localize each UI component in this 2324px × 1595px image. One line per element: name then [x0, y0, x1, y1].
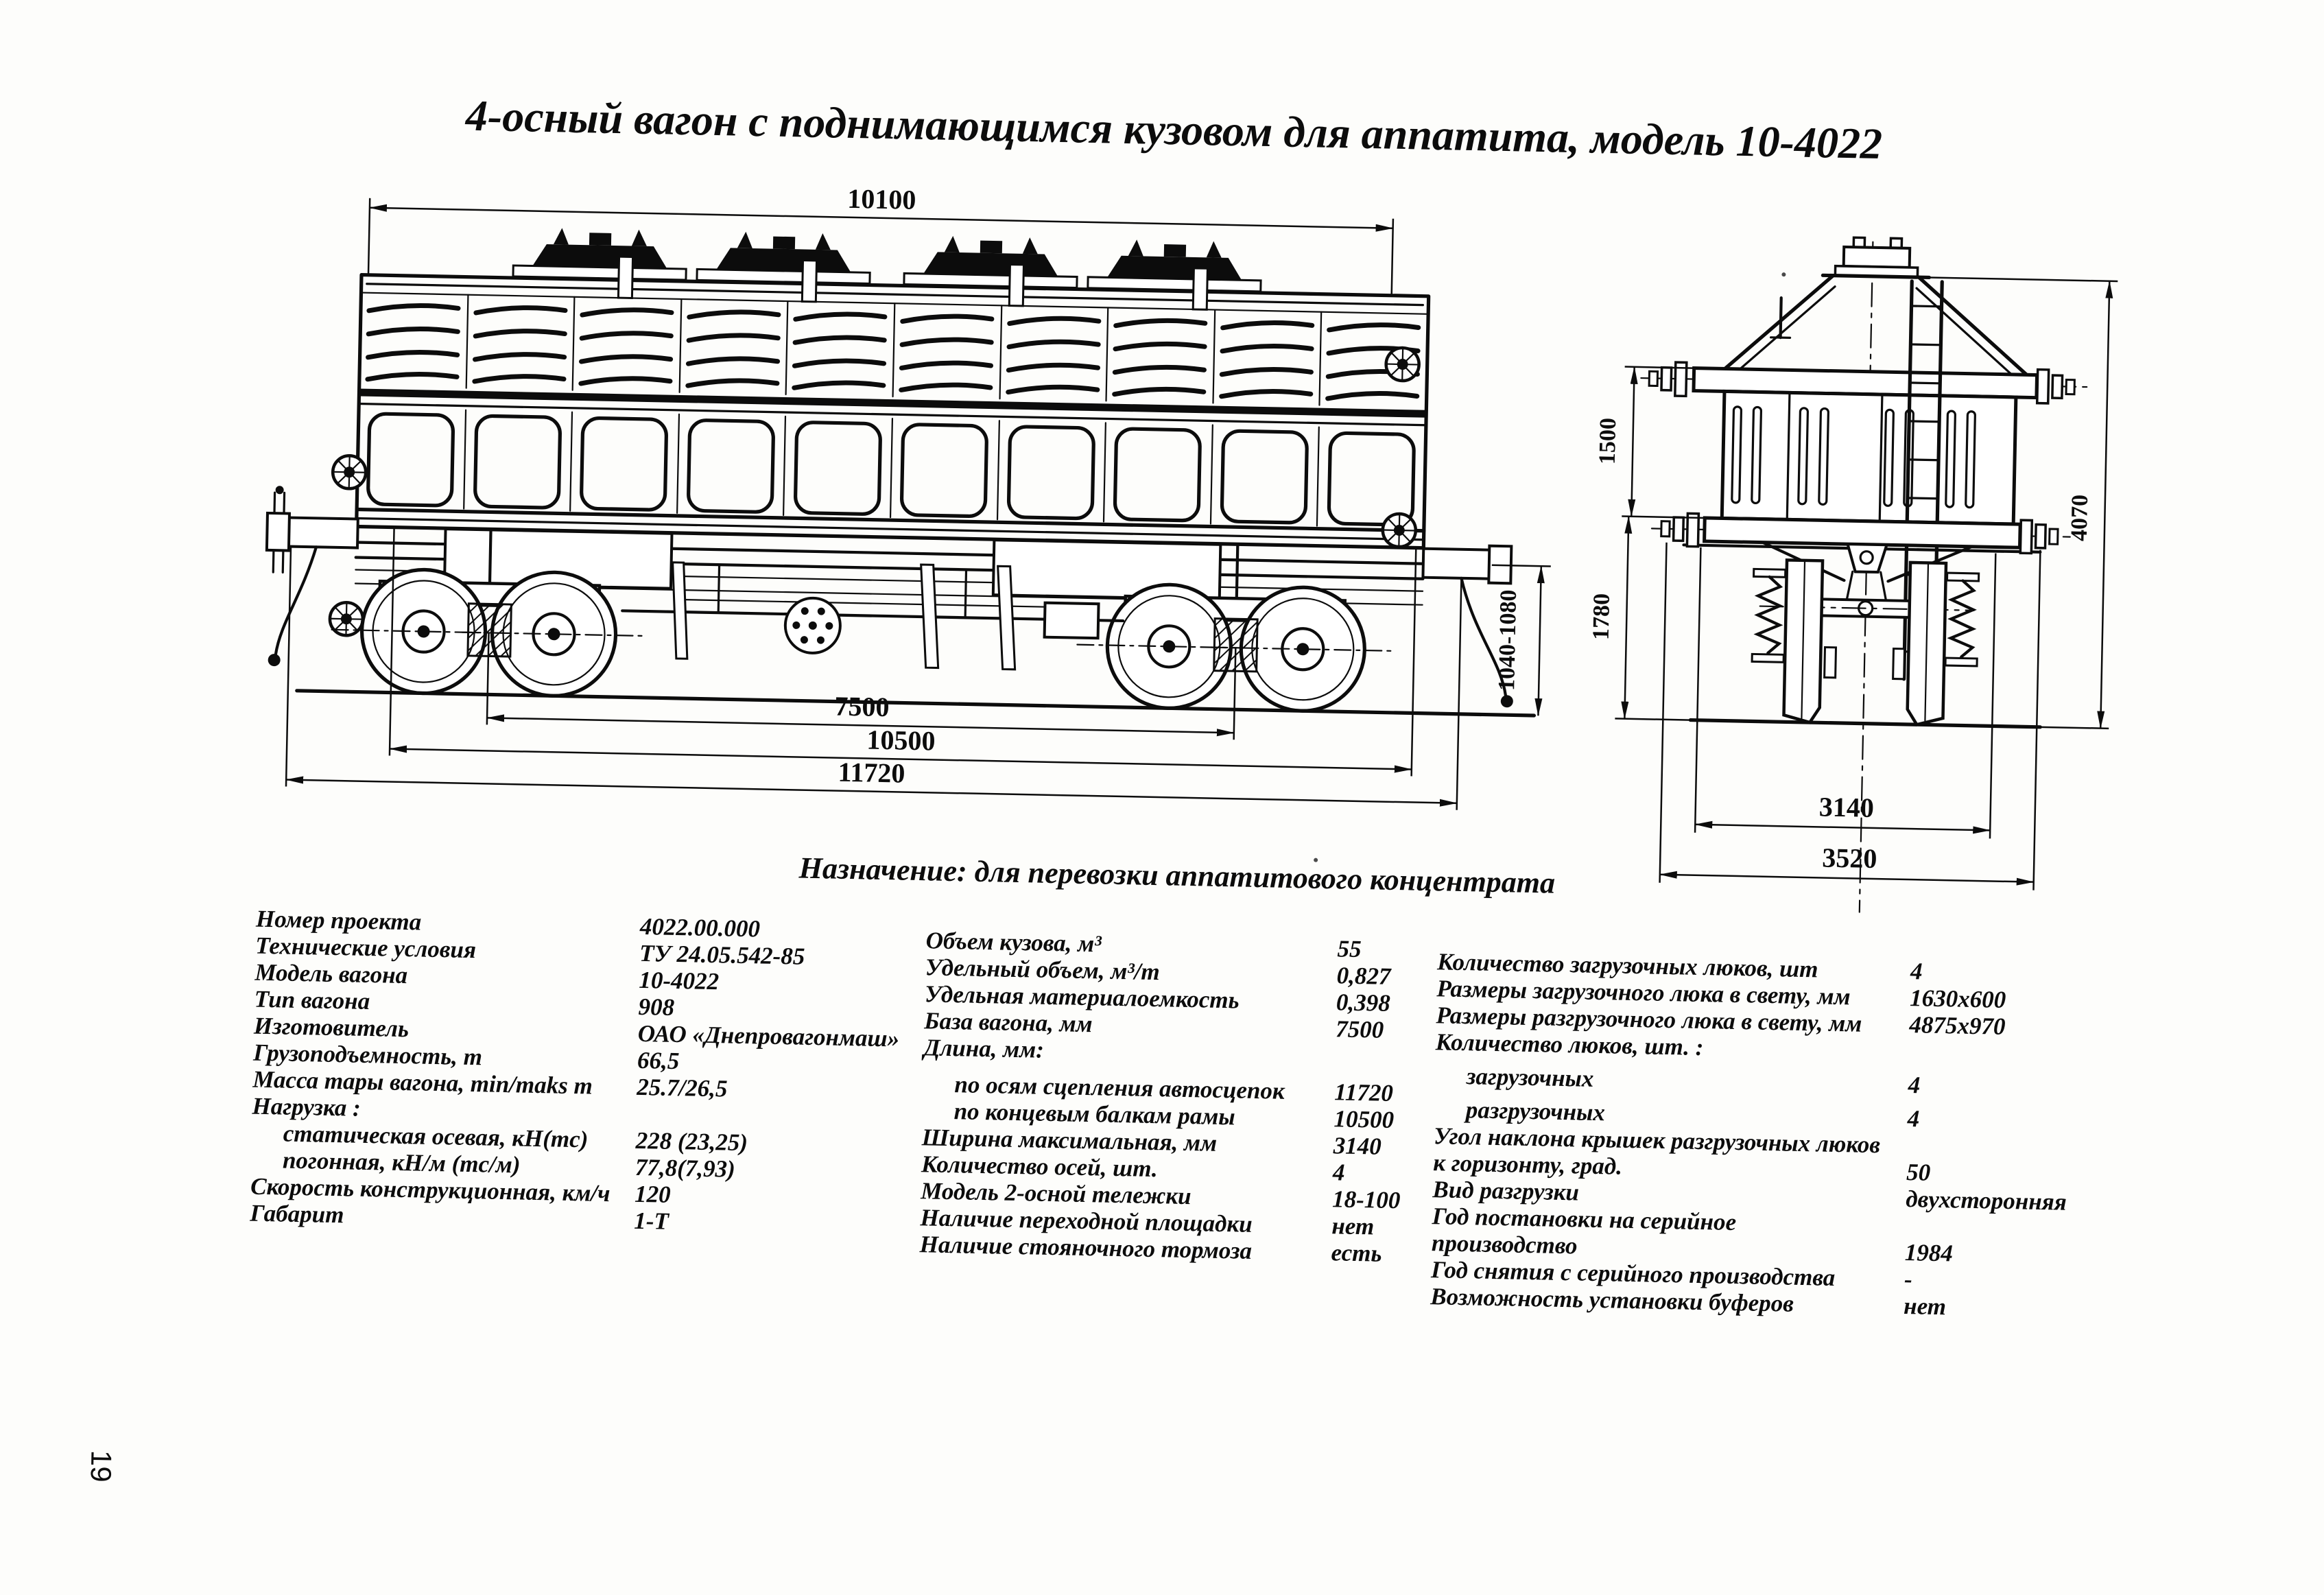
spec-value: 4: [1332, 1159, 1345, 1186]
dim-length-top: 10100: [847, 183, 916, 215]
spec-value: -: [1904, 1266, 1913, 1293]
spec-value: [1908, 1065, 2090, 1068]
spec-label: Угол наклона крышек разгрузочных люков к…: [1432, 1122, 1881, 1180]
spec-value: 18-100: [1331, 1185, 1401, 1214]
page-title: 4-осный вагон с поднимающимся кузовом дл…: [465, 91, 1883, 169]
purpose-line: Назначение: для перевозки аппатитового к…: [798, 851, 1556, 900]
wagon-end-view-drawing: 1500 1780 4070 3140 3520: [1589, 236, 2118, 913]
spec-value: 25.7/26,5: [636, 1073, 728, 1102]
bogies: [331, 568, 1396, 713]
spec-value: 50: [1906, 1159, 1931, 1186]
spec-value: 4: [1908, 1072, 1921, 1099]
rail-line: [1688, 718, 2042, 729]
wagon-side-view-drawing: 10100 1040-1080 7500 10500 11720: [265, 183, 1551, 810]
spec-value: 1984: [1904, 1239, 1954, 1267]
spec-value: нет: [1331, 1212, 1375, 1240]
upper-beam: [1640, 361, 2091, 405]
dim-beam-span: 3520: [1822, 842, 1877, 874]
spec-value: двухсторонняя: [1906, 1185, 2067, 1216]
spec-value: 3140: [1333, 1132, 1382, 1160]
spec-label: Год постановки на серийное производство: [1431, 1203, 1737, 1260]
spec-value: [1335, 1069, 1436, 1071]
roof-hatches: [511, 226, 1263, 312]
side-body: [355, 272, 1431, 550]
spec-value: 1630x600: [1909, 984, 2006, 1013]
side-dimensions: 10100 1040-1080 7500 10500 11720: [285, 183, 1551, 810]
spec-value: 7500: [1335, 1015, 1384, 1043]
spec-value: 11720: [1333, 1078, 1394, 1107]
page-number: 19: [84, 1450, 118, 1483]
dim-bogie-base: 7500: [834, 691, 890, 723]
spec-value: 4875x970: [1909, 1011, 2006, 1040]
spec-value: есть: [1331, 1239, 1382, 1267]
spec-row: загрузочных 4: [1434, 1062, 2090, 1102]
spec-label: загрузочных: [1466, 1063, 1594, 1092]
spec-value: 55: [1337, 935, 1362, 963]
spec-value: 0,827: [1336, 962, 1391, 990]
spec-value: 4: [1907, 1105, 1920, 1133]
scan-speck: [1314, 858, 1318, 862]
dim-overall-height: 4070: [2067, 495, 2093, 542]
end-body: [1720, 389, 2018, 526]
dim-coupler-height: 1040-1080: [1494, 589, 1521, 691]
rail-line: [295, 689, 1537, 718]
dim-upper-height: 1500: [1595, 418, 1621, 465]
center-line: [1858, 241, 1874, 913]
end-roof: [1723, 236, 2029, 377]
dim-lower-height: 1780: [1589, 593, 1615, 641]
dim-coupling-length: 11720: [838, 757, 905, 789]
spec-value: 1-Т: [634, 1207, 669, 1235]
dim-max-width: 3140: [1818, 791, 1874, 823]
spec-value: 10500: [1333, 1105, 1395, 1134]
spec-value: 0,398: [1336, 989, 1391, 1017]
brake-rigging: [621, 561, 1125, 671]
end-dimensions: 1500 1780 4070 3140 3520: [1589, 276, 2118, 890]
spec-value: 4: [1910, 958, 1923, 985]
dim-frame-length: 10500: [866, 724, 936, 756]
spec-value: нет: [1903, 1292, 1947, 1321]
scan-speck: [1781, 272, 1786, 277]
wheelset: [1751, 541, 1980, 726]
